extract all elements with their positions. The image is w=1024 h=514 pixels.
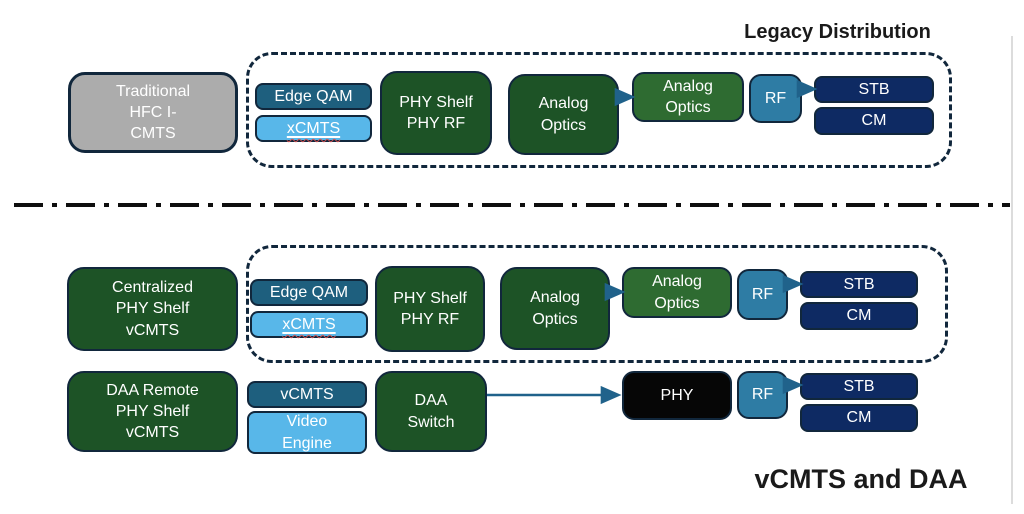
centralized-xcmts-box: xCMTS (250, 311, 368, 338)
centralized-analog-optics-b-box: Analog Optics (622, 267, 732, 318)
legacy-distribution-title: Legacy Distribution (744, 21, 931, 43)
legacy-edge-qam-box: Edge QAM (255, 83, 372, 110)
spellcheck-underline: xCMTS (282, 314, 335, 335)
centralized-dashed-group (246, 245, 948, 363)
slide-edge-line (1011, 36, 1013, 504)
centralized-analog-optics-a-box: Analog Optics (500, 267, 610, 350)
daa-vcmts-box: vCMTS (247, 381, 367, 408)
legacy-xcmts-label: xCMTS (286, 119, 341, 137)
legacy-analog-optics-b-box: Analog Optics (632, 72, 744, 122)
legacy-xcmts-box: xCMTS (255, 115, 372, 142)
daa-stb-box: STB (800, 373, 918, 400)
legacy-analog-optics-a-box: Analog Optics (508, 74, 619, 155)
vcmts-and-daa-title: vCMTS and DAA (754, 464, 968, 494)
centralized-cm-box: CM (800, 302, 918, 330)
daa-remote-phy-shelf-vcmts-box: DAA Remote PHY Shelf vCMTS (67, 371, 238, 452)
legacy-stb-box: STB (814, 76, 934, 103)
legacy-dashed-group (246, 52, 952, 168)
daa-video-engine-box: Video Engine (247, 411, 367, 454)
centralized-rf-box: RF (737, 269, 788, 320)
legacy-rf-box: RF (749, 74, 802, 123)
centralized-stb-box: STB (800, 271, 918, 298)
centralized-phy-shelf-box: PHY Shelf PHY RF (375, 266, 485, 352)
centralized-phy-shelf-vcmts-box: Centralized PHY Shelf vCMTS (67, 267, 238, 351)
spellcheck-underline: xCMTS (287, 118, 340, 139)
daa-cm-box: CM (800, 404, 918, 432)
legacy-cm-box: CM (814, 107, 934, 135)
legacy-phy-shelf-box: PHY Shelf PHY RF (380, 71, 492, 155)
daa-phy-box: PHY (622, 371, 732, 420)
daa-rf-box: RF (737, 371, 788, 419)
centralized-xcmts-label: xCMTS (282, 315, 336, 333)
traditional-hfc-icmts-box: Traditional HFC I- CMTS (68, 72, 238, 153)
centralized-edge-qam-box: Edge QAM (250, 279, 368, 306)
section-divider-line (14, 203, 1010, 207)
daa-switch-box: DAA Switch (375, 371, 487, 452)
